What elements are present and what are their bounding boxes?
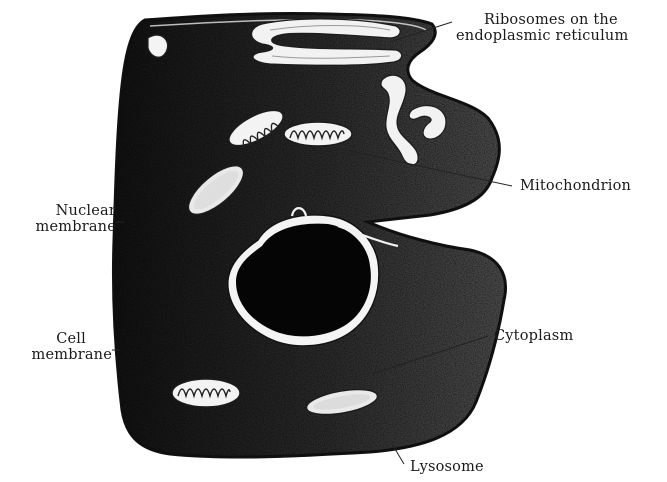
label-nuclear-line2: membrane xyxy=(20,219,116,235)
label-cell-line2: membrane xyxy=(14,347,112,363)
membrane-notch xyxy=(148,35,168,57)
label-cell-membrane: Cell membrane xyxy=(14,331,112,363)
label-nuclear-membrane: Nuclear membrane xyxy=(20,203,116,235)
mitochondrion-upper-right xyxy=(284,122,352,146)
label-ribosomes-line2: endoplasmic reticulum xyxy=(456,28,628,44)
label-mitochondrion: Mitochondrion xyxy=(520,178,631,194)
label-ribosomes-line1: Ribosomes on the xyxy=(456,12,628,28)
label-cell-line1: Cell xyxy=(14,331,112,347)
label-ribosomes: Ribosomes on the endoplasmic reticulum xyxy=(456,12,628,44)
mitochondrion-lower xyxy=(172,379,240,407)
label-lysosome: Lysosome xyxy=(410,459,484,475)
label-nuclear-line1: Nuclear xyxy=(20,203,116,219)
label-cytoplasm: Cytoplasm xyxy=(494,328,573,344)
